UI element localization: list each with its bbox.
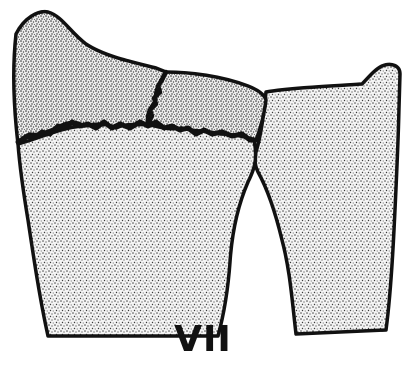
figure-label: VII xyxy=(0,322,406,358)
radius-bone xyxy=(18,123,256,336)
ulna-bone xyxy=(255,64,400,334)
